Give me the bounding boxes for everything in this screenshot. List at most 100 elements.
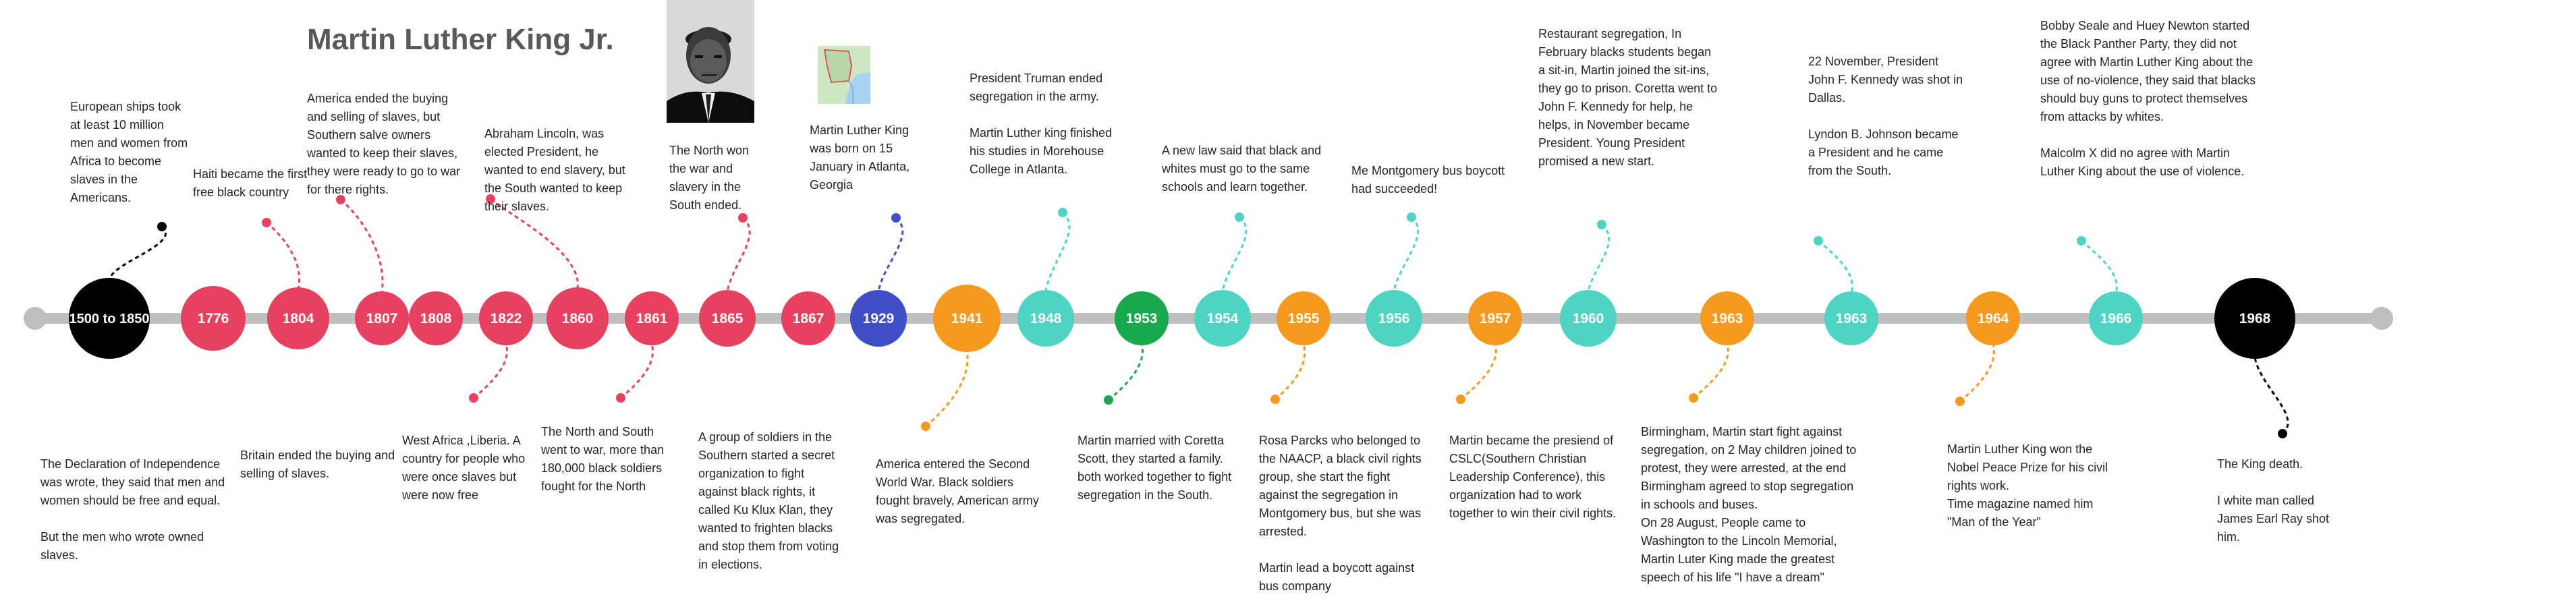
- year-label: 1500 to 1850: [69, 312, 150, 326]
- connector-line: [1275, 343, 1306, 401]
- connector-dot: [1456, 395, 1465, 404]
- event-note-below: Rosa Parcks who belonged to the NAACP, a…: [1259, 434, 1422, 593]
- event-note-above: Bobby Seale and Huey Newton started the …: [2040, 19, 2256, 178]
- year-circle: [479, 291, 533, 345]
- timeline-node: 1861: [625, 291, 679, 345]
- connector-line: [925, 350, 969, 428]
- event-note-above: European ships took at least 10 million …: [70, 100, 188, 204]
- year-circle: [69, 278, 150, 359]
- year-circle: [267, 287, 329, 349]
- connector-dot: [469, 393, 478, 403]
- timeline-node: 1822: [479, 291, 533, 345]
- connector-line: [1818, 239, 1853, 293]
- year-label: 1954: [1207, 311, 1239, 326]
- year-label: 1867: [793, 311, 824, 326]
- timeline-node: 1966: [2089, 291, 2143, 345]
- connector-line: [2253, 357, 2289, 435]
- year-circle: [1468, 291, 1522, 345]
- connector-dot: [2278, 429, 2287, 438]
- timeline-node: 1955: [1277, 291, 1331, 345]
- year-circle: [1366, 290, 1422, 347]
- event-note-above: A new law said that black and whites mus…: [1162, 144, 1322, 194]
- year-label: 1941: [951, 311, 983, 326]
- timeline-node: 1941: [933, 285, 1001, 352]
- connector-dot: [157, 222, 167, 231]
- year-circle: [1560, 290, 1617, 347]
- year-circle: [933, 285, 1001, 352]
- year-label: 1953: [1126, 311, 1158, 326]
- event-note-below: A group of soldiers in the Southern star…: [698, 430, 839, 571]
- connector-dot: [921, 422, 930, 431]
- year-label: 1956: [1378, 311, 1410, 326]
- event-note-above: President Truman ended segregation in th…: [970, 71, 1113, 176]
- timeline-node: 1968: [2214, 278, 2295, 359]
- connector-dot: [1058, 208, 1067, 217]
- year-circle: [1700, 291, 1754, 345]
- event-note-above: Haiti became the first free black countr…: [193, 167, 308, 199]
- year-circle: [355, 291, 409, 345]
- timeline-node: 1964: [1966, 291, 2020, 345]
- connector-line: [473, 343, 508, 399]
- year-label: 1929: [863, 311, 895, 326]
- year-circle: [1277, 291, 1331, 345]
- year-circle: [181, 286, 246, 351]
- timeline-node: 1956: [1366, 290, 1422, 347]
- axis-start-cap: [24, 307, 47, 330]
- year-circle: [781, 291, 835, 345]
- timeline-node: 1957: [1468, 291, 1522, 345]
- timeline-node: 1500 to 1850: [69, 278, 150, 359]
- event-note-below: The King death. I white man called James…: [2217, 457, 2330, 544]
- year-label: 1865: [712, 311, 744, 326]
- event-note-below: Martin married with Coretta Scott, they …: [1077, 434, 1232, 502]
- connector-line: [1393, 216, 1420, 292]
- year-circle: [2089, 291, 2143, 345]
- year-label: 1861: [636, 311, 668, 326]
- year-label: 1822: [491, 311, 522, 326]
- event-note-above: Restaurant segregation, In February blac…: [1538, 27, 1718, 168]
- event-note-above: Me Montgomery bus boycott had succeeded!: [1351, 164, 1505, 196]
- year-circle: [625, 291, 679, 345]
- year-label: 1963: [1712, 311, 1743, 326]
- axis-end-cap: [2370, 307, 2393, 330]
- year-circle: [1194, 290, 1251, 347]
- year-label: 1776: [198, 311, 229, 326]
- connector-line: [340, 198, 384, 293]
- timeline-node: 1948: [1017, 290, 1074, 347]
- connector-dot: [2077, 236, 2086, 245]
- connector-dot: [1689, 393, 1698, 403]
- connector-line: [1693, 343, 1729, 399]
- timeline-node: 1954: [1194, 290, 1251, 347]
- year-label: 1963: [1836, 311, 1868, 326]
- year-label: 1948: [1030, 311, 1062, 326]
- year-label: 1966: [2100, 311, 2132, 326]
- timeline-node: 1804: [267, 287, 329, 349]
- event-note-below: West Africa ,Liberia. A country for peop…: [402, 434, 526, 502]
- year-label: 1860: [562, 311, 594, 326]
- year-circle: [1966, 291, 2020, 345]
- year-circle: [2214, 278, 2295, 359]
- year-label: 1807: [366, 311, 398, 326]
- year-label: 1957: [1480, 311, 1511, 326]
- timeline-node: 1963: [1700, 291, 1754, 345]
- year-label: 1964: [1978, 311, 2009, 326]
- connector-dot: [1270, 395, 1280, 404]
- event-note-above: Martin Luther King was born on 15 Januar…: [810, 123, 910, 192]
- year-circle: [850, 290, 907, 347]
- connector-line: [1587, 223, 1611, 292]
- event-note-below: Martin became the presiend of CSLC(South…: [1449, 434, 1617, 520]
- timeline-node: 1807: [355, 291, 409, 345]
- event-note-below: The North and South went to war, more th…: [541, 425, 665, 493]
- connector-dot: [891, 213, 901, 223]
- event-note-below: America entered the Second World War. Bl…: [876, 457, 1039, 525]
- year-label: 1960: [1573, 311, 1604, 326]
- timeline-node: 1963: [1824, 291, 1878, 345]
- event-note-above: The North won the war and slavery in the…: [669, 144, 750, 212]
- connector-line: [726, 216, 751, 292]
- year-circle: [1115, 291, 1169, 345]
- year-circle: [409, 291, 463, 345]
- event-note-below: Birmingham, Martin start fight against s…: [1641, 425, 1857, 584]
- connector-line: [1460, 343, 1497, 401]
- connector-line: [877, 216, 904, 292]
- connector-dot: [1407, 212, 1416, 222]
